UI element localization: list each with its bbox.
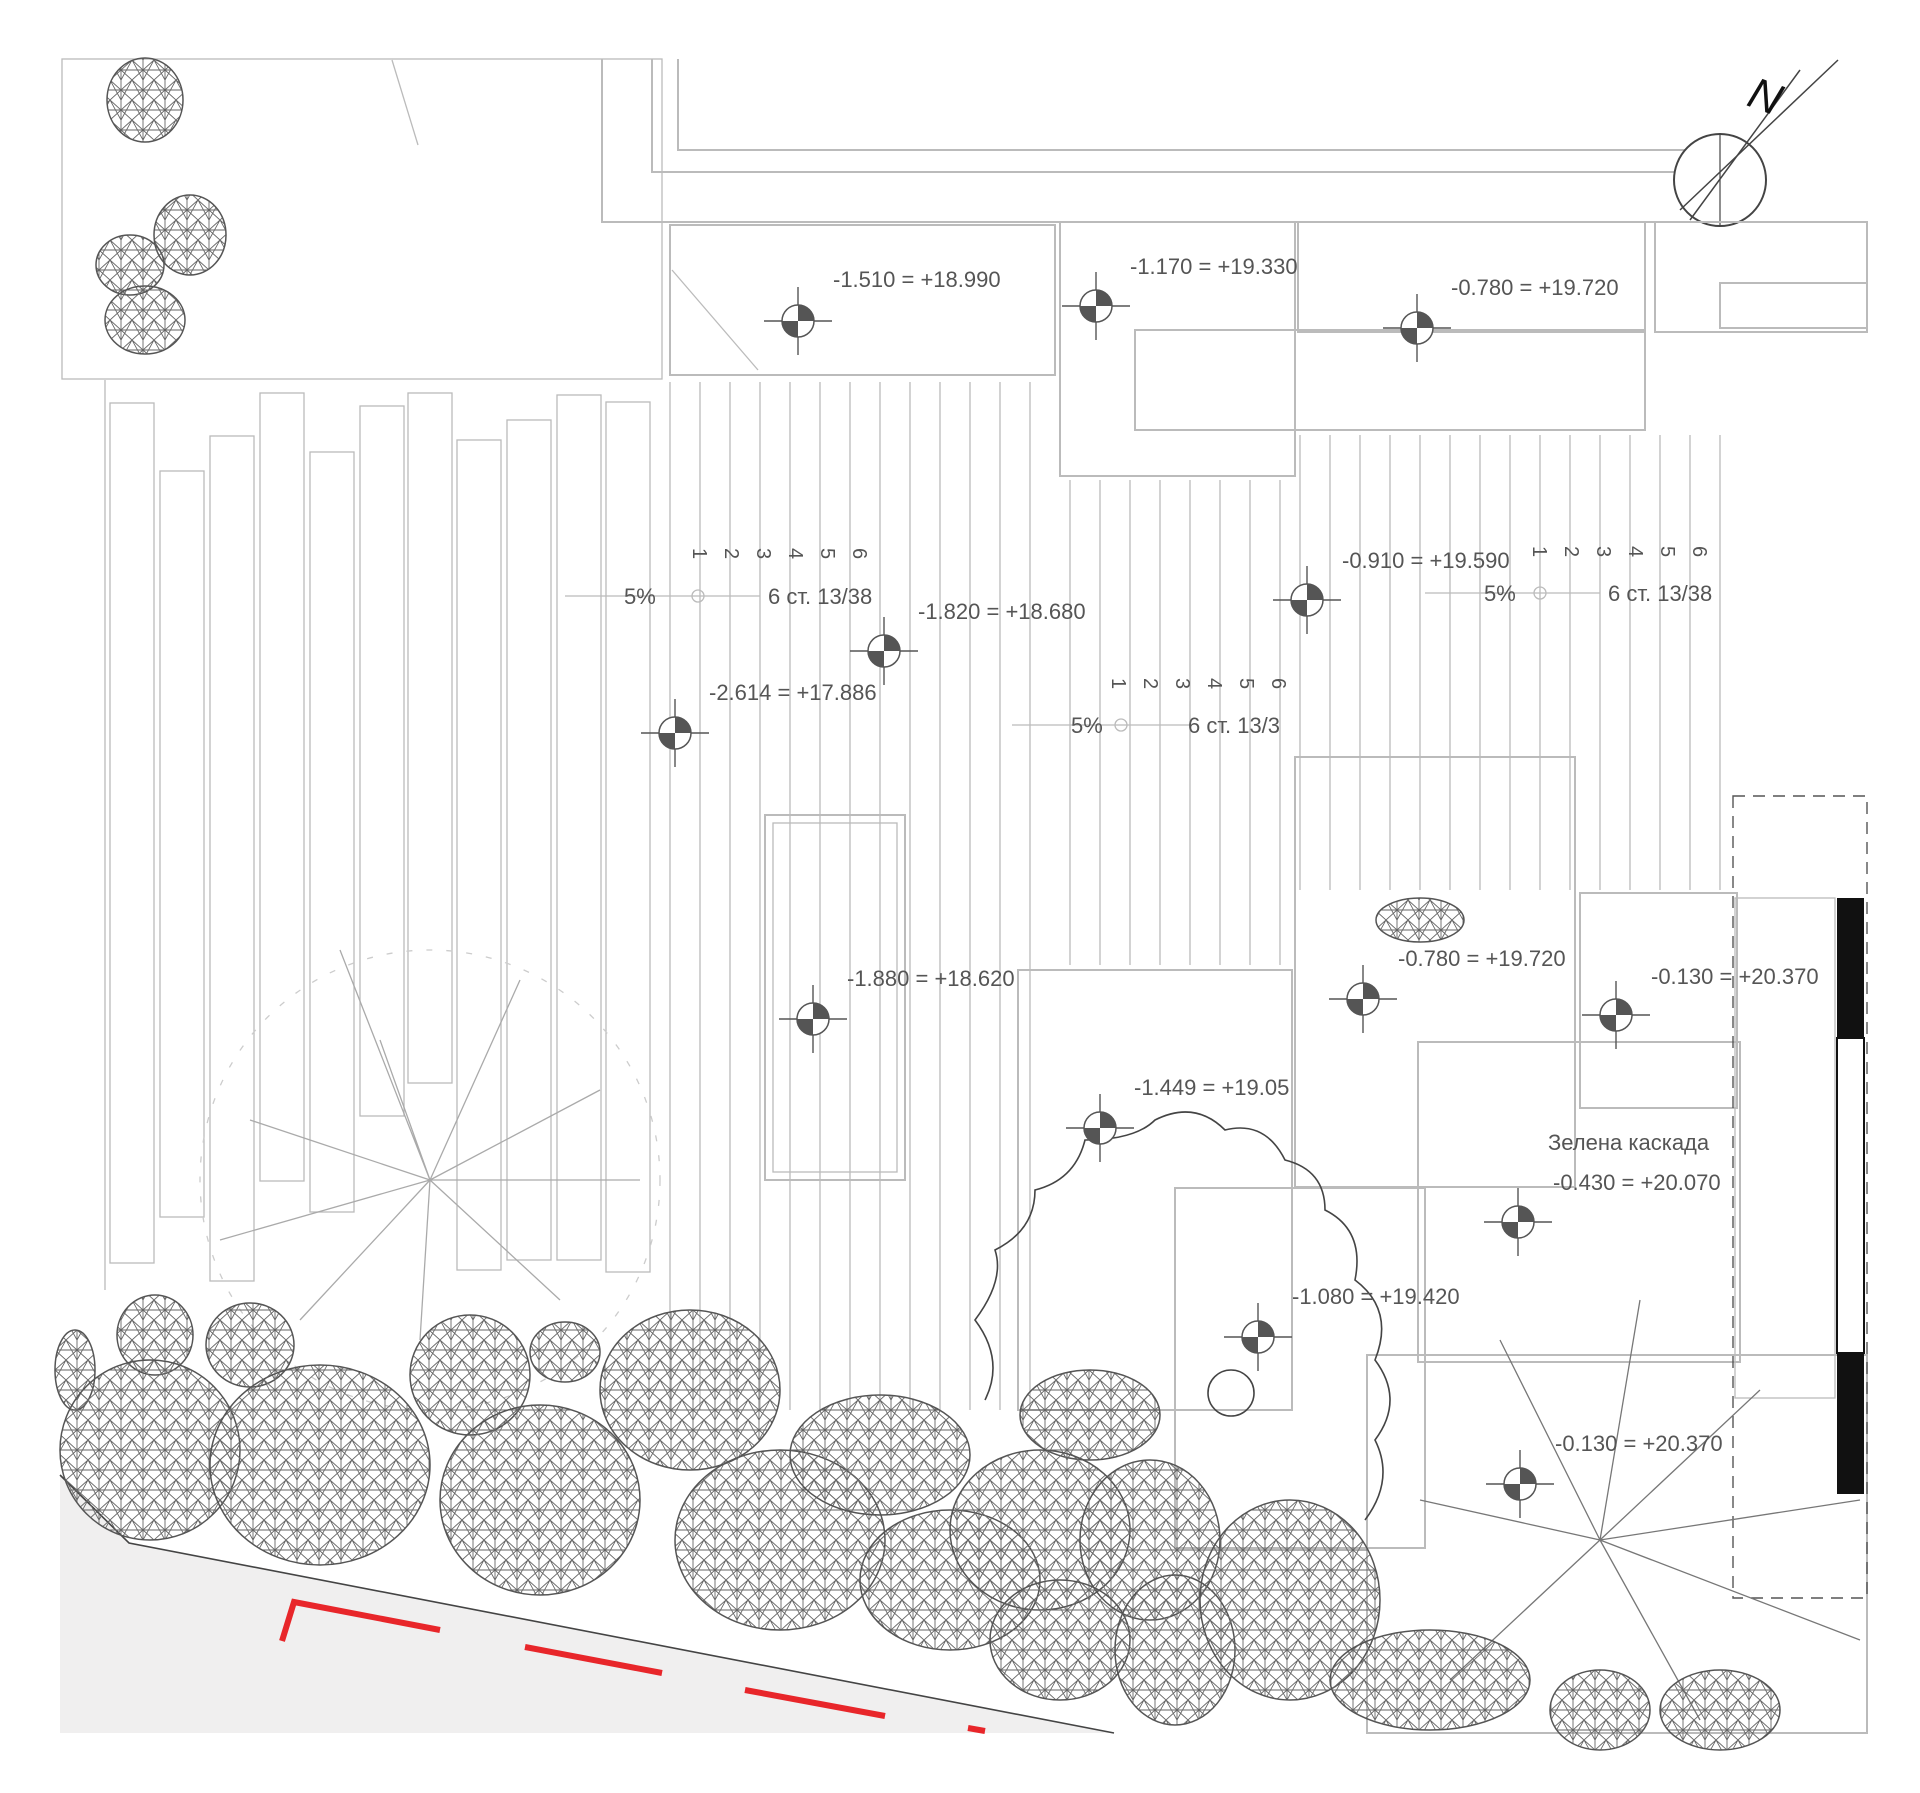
level-label: -1.170 = +19.330 [1130, 254, 1298, 279]
svg-text:5: 5 [1656, 546, 1678, 557]
svg-text:5%: 5% [1484, 581, 1516, 606]
planter-circle [1207, 1369, 1255, 1417]
svg-text:5%: 5% [1071, 713, 1103, 738]
svg-text:2: 2 [1139, 678, 1161, 689]
red-boundary-dash [967, 1725, 986, 1734]
rocks [54, 57, 1781, 1751]
svg-text:1: 1 [688, 548, 710, 559]
stair-annotation: 5% 6 ст. 13/38 1 2 3 4 5 6 [1425, 546, 1712, 606]
svg-text:5: 5 [816, 548, 838, 559]
level-label: -0.780 = +19.720 [1451, 275, 1619, 300]
red-boundary-dash [524, 1644, 663, 1676]
stair-annotation: 5% 6 ст. 13/38 1 2 3 4 5 6 [565, 548, 872, 609]
svg-text:2: 2 [720, 548, 742, 559]
level-markers [640, 271, 1651, 1519]
svg-text:6: 6 [1267, 678, 1289, 689]
deck-planks-middle [669, 382, 1721, 1410]
svg-text:2: 2 [1560, 546, 1582, 557]
tree-canopy [1419, 1299, 1861, 1721]
svg-text:1: 1 [1107, 678, 1129, 689]
svg-text:5%: 5% [624, 584, 656, 609]
level-label: -1.880 = +18.620 [847, 966, 1015, 991]
svg-text:4: 4 [1203, 678, 1225, 689]
level-label: -0.780 = +19.720 [1398, 946, 1566, 971]
svg-text:3: 3 [1592, 546, 1614, 557]
svg-text:3: 3 [1171, 678, 1193, 689]
street-area [60, 1475, 1114, 1733]
svg-text:3: 3 [752, 548, 774, 559]
level-label: -1.510 = +18.990 [833, 267, 1001, 292]
hedge-outline [974, 1111, 1391, 1521]
svg-text:6 ст. 13/38: 6 ст. 13/38 [768, 584, 872, 609]
level-label: -0.430 = +20.070 [1553, 1170, 1721, 1195]
red-boundary-line [279, 1598, 441, 1642]
svg-text:6: 6 [1688, 546, 1710, 557]
svg-text:4: 4 [784, 548, 806, 559]
level-label: -0.130 = +20.370 [1651, 964, 1819, 989]
level-label: -0.130 = +20.370 [1555, 1431, 1723, 1456]
svg-text:6 ст. 13/38: 6 ст. 13/38 [1608, 581, 1712, 606]
scale-bar [1836, 898, 1865, 1494]
level-label: -0.910 = +19.590 [1342, 548, 1510, 573]
red-boundary-dash [744, 1687, 886, 1719]
svg-text:5: 5 [1235, 678, 1257, 689]
north-arrow: N [1673, 59, 1839, 227]
svg-text:1: 1 [1528, 546, 1550, 557]
deck-planks-left [104, 380, 651, 1290]
svg-text:6: 6 [848, 548, 870, 559]
level-label: -1.449 = +19.05 [1134, 1075, 1289, 1100]
level-label: -1.820 = +18.680 [918, 599, 1086, 624]
zone-label: Зелена каскада [1548, 1130, 1710, 1155]
svg-text:6 ст. 13/3: 6 ст. 13/3 [1188, 713, 1280, 738]
level-label: -2.614 = +17.886 [709, 680, 877, 705]
level-label: -1.080 = +19.420 [1292, 1284, 1460, 1309]
svg-text:4: 4 [1624, 546, 1646, 557]
stair-annotation: 5% 6 ст. 13/3 1 2 3 4 5 6 [1012, 678, 1289, 738]
north-label: N [1742, 68, 1789, 125]
level-labels: -1.510 = +18.990 -1.170 = +19.330 -0.780… [709, 254, 1819, 1456]
lawn-top-left [61, 58, 663, 380]
